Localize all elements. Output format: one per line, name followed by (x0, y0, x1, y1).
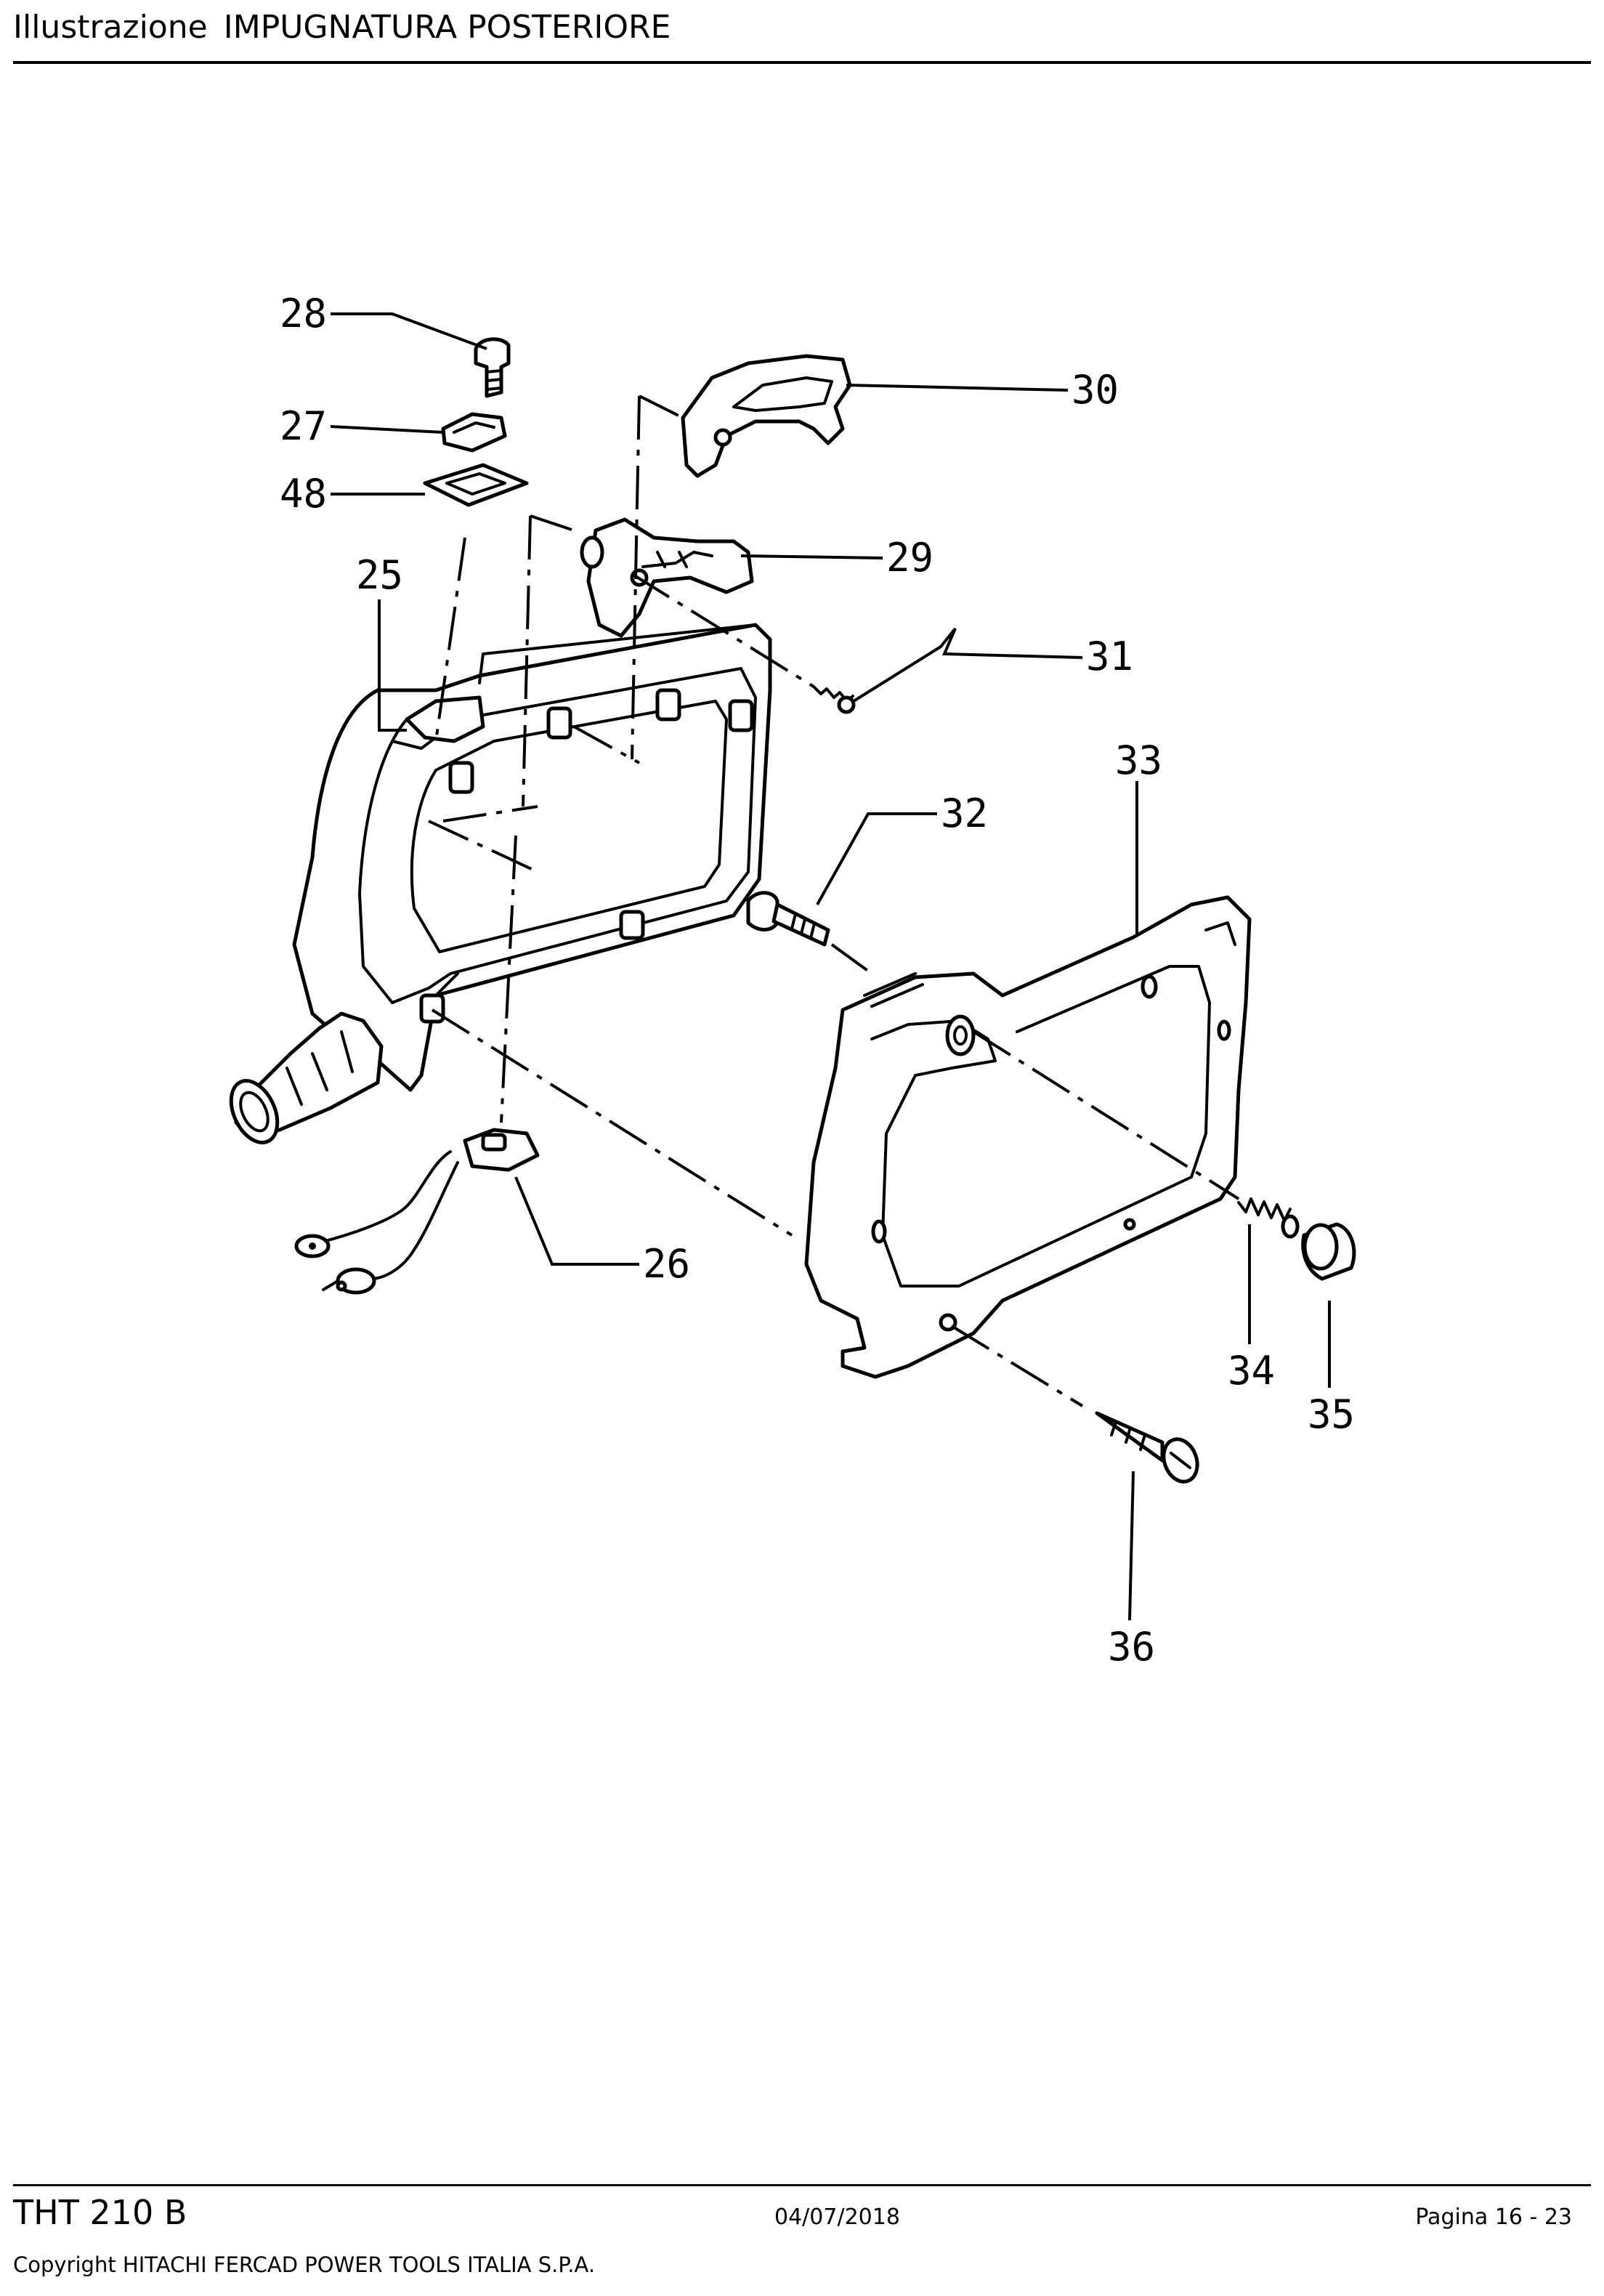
callout-25: 25 (356, 552, 403, 598)
callout-27: 27 (280, 403, 327, 449)
page-header: Illustrazione IMPUGNATURA POSTERIORE (13, 9, 671, 46)
header-rule (13, 61, 1591, 64)
callout-35: 35 (1308, 1391, 1355, 1437)
part-34-spring (1237, 1197, 1300, 1239)
callout-30: 30 (1072, 367, 1119, 413)
callout-48: 48 (280, 471, 327, 517)
callout-36: 36 (1108, 1624, 1155, 1670)
callout-29: 29 (886, 535, 933, 581)
model-number: THT 210 B (13, 2193, 187, 2232)
callout-31: 31 (1086, 634, 1133, 679)
copyright-notice: Copyright HITACHI FERCAD POWER TOOLS ITA… (13, 2252, 596, 2277)
callout-26: 26 (643, 1241, 690, 1287)
header-prefix: Illustrazione (13, 9, 208, 46)
part-25-handle-housing (229, 623, 772, 1144)
part-31-spring (812, 685, 856, 714)
part-36-wood-screw (1095, 1411, 1199, 1484)
part-27-switch-block (441, 412, 507, 453)
callout-34: 34 (1228, 1348, 1275, 1394)
part-26-switch-cable (294, 1128, 540, 1295)
document-date: 04/07/2018 (774, 2204, 900, 2230)
part-48-gasket (423, 463, 529, 507)
assembly-axis-lines (428, 395, 1240, 1407)
callout-labels: 28 27 48 25 30 29 31 32 33 26 34 35 36 (280, 291, 1355, 1670)
part-35-cap (1301, 1222, 1356, 1281)
callout-32: 32 (941, 791, 988, 836)
footer-rule (13, 2184, 1591, 2186)
callout-28: 28 (280, 291, 327, 336)
callout-leader-lines (330, 312, 1331, 1621)
part-32-bolt (746, 891, 830, 947)
part-28-screw (474, 337, 511, 398)
callout-33: 33 (1115, 737, 1162, 783)
part-29-throttle-trigger (580, 517, 754, 638)
part-30-handle-cover (681, 354, 852, 478)
page-title: IMPUGNATURA POSTERIORE (223, 9, 671, 46)
page-number: Pagina 16 - 23 (1415, 2204, 1572, 2230)
part-33-front-handle (804, 895, 1252, 1379)
